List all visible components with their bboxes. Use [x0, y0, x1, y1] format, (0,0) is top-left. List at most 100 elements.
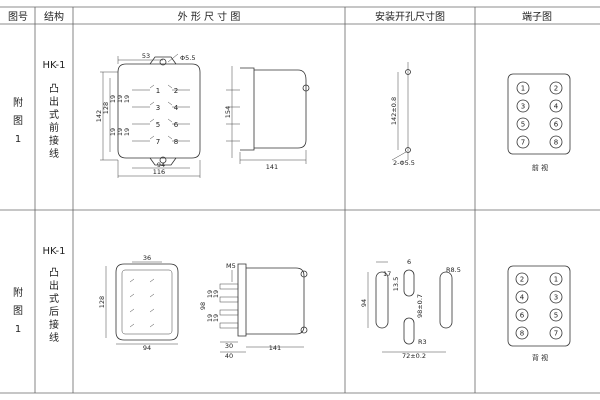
- row1-cutout: 142±0.8 2-Φ5.5: [390, 62, 415, 167]
- row1-terminal-1: [516, 81, 530, 95]
- row1-structure-label: HK-1 凸 出 式 前 接 线: [43, 60, 66, 160]
- row2-cutout-dim-17: 17: [383, 270, 391, 278]
- row2-terminal-2: [515, 272, 529, 286]
- row2-dim-19c: 19: [206, 314, 214, 322]
- table-grid: [0, 6, 600, 394]
- row1-terminal-3: [516, 99, 530, 113]
- row1-terminal-6: [549, 117, 563, 131]
- row2-terminal-label-r3: 5: [554, 312, 558, 320]
- row1-cutout-hole-dim: 2-Φ5.5: [393, 159, 415, 167]
- row2-side-view: M5 98 19 19 19 19 30 40 141: [199, 262, 308, 360]
- row1-terminal: 1 3 5 7 2 4 6 8 前 视: [507, 73, 571, 172]
- row1-terminal-2: [549, 81, 563, 95]
- row2-cutout: 17 6 R8.5 94 13.5 98±0.7 R3 72±0.2: [360, 258, 461, 360]
- row2-cutout-slot-right: [439, 271, 453, 329]
- row2-terminal-1: [549, 272, 563, 286]
- row2-terminal-label-r2: 3: [554, 294, 558, 302]
- row1-side-view: 154 141: [224, 66, 310, 171]
- row2-front-body: [115, 263, 179, 341]
- row2-struct-char-3: 式: [49, 292, 59, 305]
- row2-side-flange: [237, 263, 247, 337]
- row2-front-view: 36 128 94: [98, 254, 179, 352]
- row1-pin-label-7: 7: [156, 138, 160, 146]
- row2-struct-char-5: 接: [49, 318, 59, 331]
- row2-cutout-dim-98: 98±0.7: [416, 294, 424, 318]
- row2-terminal-3: [549, 290, 563, 304]
- row1-terminal-label-l4: 7: [521, 139, 525, 147]
- row2-struct-char-4: 后: [49, 306, 59, 318]
- row2-side-screw-bottom: [300, 326, 308, 334]
- row1-struct-char-2: 出: [49, 95, 59, 108]
- row2-cutout-slot-top: [403, 269, 415, 297]
- row1-side-flange: [240, 67, 255, 151]
- row1-fig-char-2: 图: [13, 115, 23, 127]
- row2-terminal-5: [549, 308, 563, 322]
- row1-side-screw: [302, 84, 310, 92]
- row2-structure-label: HK-1 凸 出 式 后 接 线: [43, 246, 66, 344]
- header-terminal-diagram: 端子图: [522, 10, 552, 23]
- row2-cutout-dim-135: 13.5: [392, 277, 400, 291]
- row2-struct-char-1: 凸: [49, 267, 59, 279]
- row1-terminal-frame: [507, 73, 571, 155]
- row2-terminal-caption: 背 视: [532, 353, 548, 362]
- row1-dim-19c: 19: [123, 95, 131, 103]
- row1-terminal-label-r2: 4: [554, 103, 559, 111]
- row2-terminal: 2 4 6 8 1 3 5 7 背 视: [507, 265, 571, 362]
- row1-dim-116: 116: [153, 168, 165, 176]
- row2-terminal-label-l2: 4: [520, 294, 525, 302]
- row1-terminal-label-l3: 5: [521, 121, 525, 129]
- row2-dim-30: 30: [225, 342, 233, 350]
- row1-side-body: [254, 69, 307, 149]
- row2-fig-char-3: 1: [15, 324, 21, 335]
- row1-model: HK-1: [43, 60, 66, 71]
- row1-terminal-label-r1: 2: [554, 85, 558, 93]
- row2-cutout-dim-r3: R3: [418, 338, 427, 346]
- row1-bottom-tab: [149, 157, 177, 166]
- header-cutout-dimensions: 安装开孔尺寸图: [375, 10, 445, 23]
- row2-dim-128: 128: [98, 296, 106, 308]
- row1-dim-128: 128: [102, 102, 110, 114]
- row2-dim-19a: 19: [206, 290, 214, 298]
- row1-struct-char-6: 线: [49, 147, 59, 160]
- row2-front-pins: [129, 278, 155, 328]
- row1-dim-154: 154: [224, 106, 232, 118]
- row2-side-body: [246, 267, 305, 335]
- row2-terminal-label-l3: 6: [520, 312, 525, 320]
- row1-terminal-8: [549, 135, 563, 149]
- row1-terminal-label-r4: 8: [554, 139, 558, 147]
- row1-side-pins: [226, 89, 240, 142]
- row2-struct-char-6: 线: [49, 331, 59, 344]
- row2-dim-94: 94: [143, 344, 151, 352]
- row2-terminal-frame: [507, 265, 571, 347]
- header-structure: 结构: [44, 10, 64, 23]
- row1-dim-19a: 19: [109, 95, 117, 103]
- row1-front-view: 1 2 3 4 5 6 7 8 53 Φ5.5 142 128 19 19 19…: [95, 52, 201, 178]
- row2-dim-40: 40: [225, 352, 233, 360]
- row1-pin-label-2: 2: [174, 87, 178, 95]
- row1-top-tab: [149, 56, 177, 65]
- row1-fig-char-1: 附: [13, 96, 23, 109]
- row1-dim-19f: 19: [123, 128, 131, 136]
- row2-model: HK-1: [43, 246, 66, 257]
- row2-terminal-label-l4: 8: [520, 330, 524, 338]
- row2-side-screw-top: [300, 270, 308, 278]
- row2-terminal-label-r4: 7: [554, 330, 558, 338]
- row2-terminal-8: [515, 326, 529, 340]
- row2-dim-98: 98: [199, 302, 207, 310]
- row2-cutout-dim-94: 94: [360, 299, 368, 307]
- row1-terminal-5: [516, 117, 530, 131]
- row1-terminal-4: [549, 99, 563, 113]
- row1-dim-94: 94: [157, 161, 165, 169]
- row1-pin-label-6: 6: [174, 121, 179, 129]
- row2-terminal-7: [549, 326, 563, 340]
- row2-screw-label: M5: [226, 262, 236, 270]
- row1-cutout-hole-top: [405, 69, 411, 75]
- row2-dim-19b: 19: [212, 290, 220, 298]
- row2-cutout-dim-r85: R8.5: [446, 266, 461, 274]
- row1-pin-label-3: 3: [156, 104, 160, 112]
- row1-struct-char-3: 式: [49, 108, 59, 121]
- row2-dim-19d: 19: [212, 314, 220, 322]
- row2-terminal-label-r1: 1: [554, 276, 558, 284]
- row1-pin-label-4: 4: [174, 104, 179, 112]
